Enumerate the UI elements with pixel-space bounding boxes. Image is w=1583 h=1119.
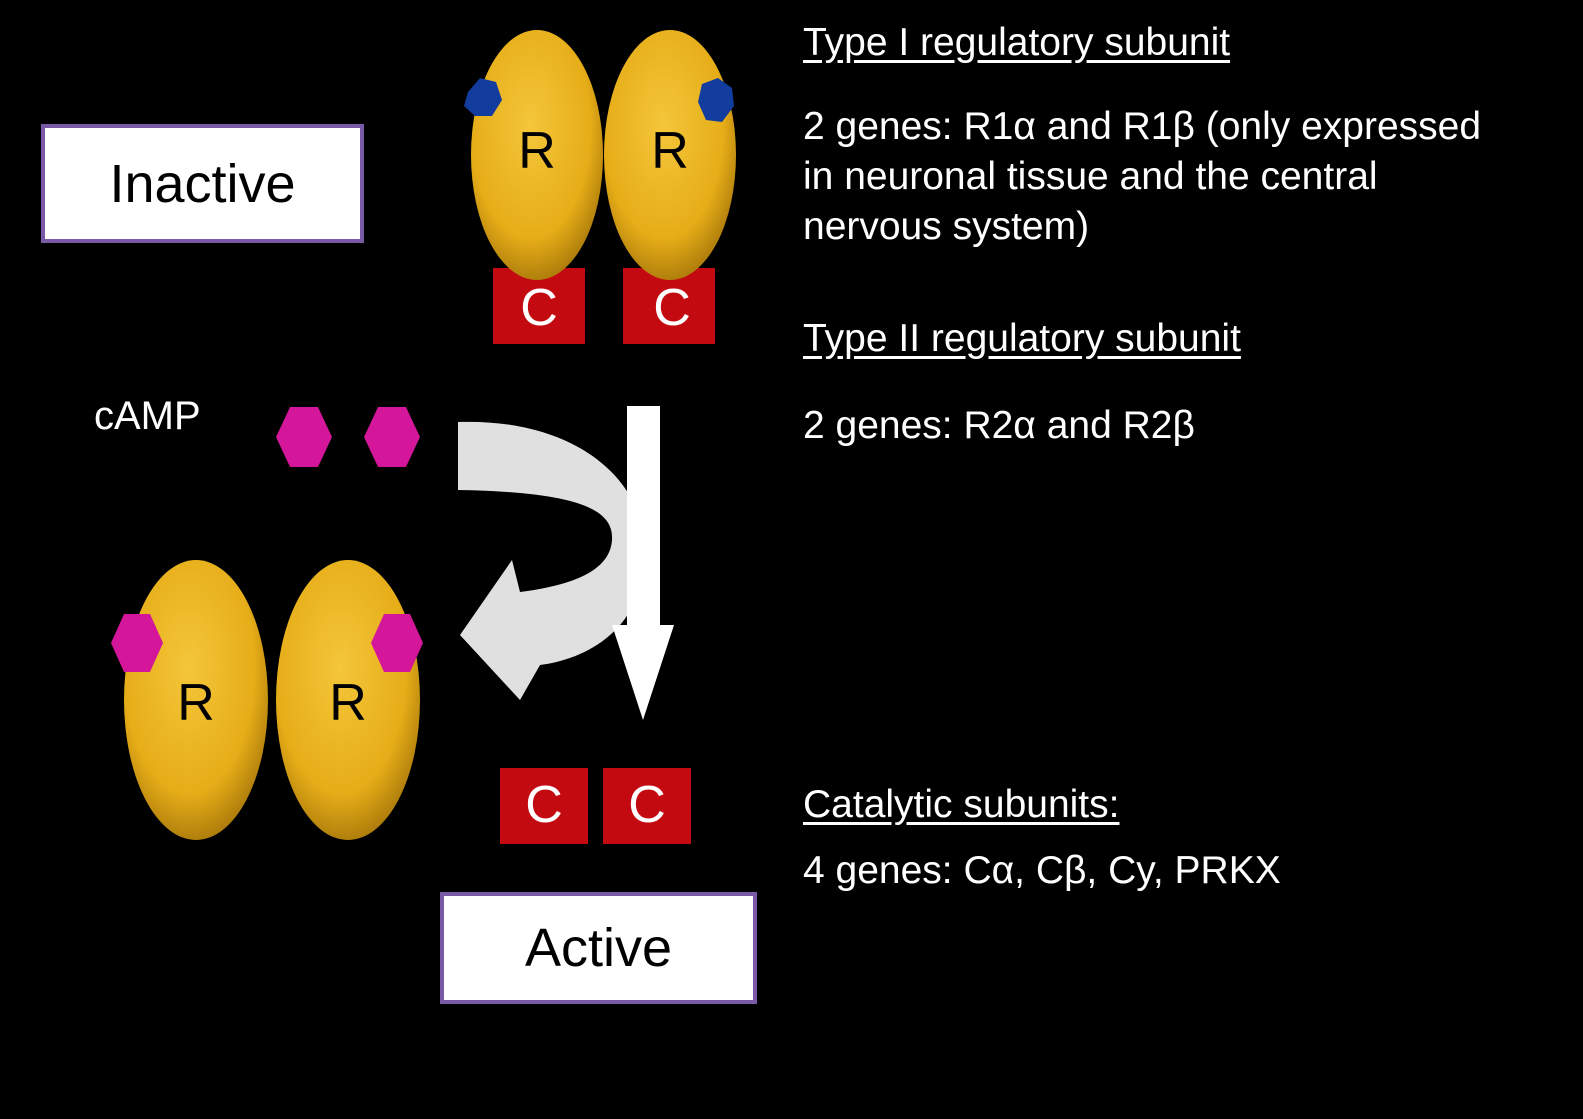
type2-genes: 2 genes: R2α and R2β	[803, 404, 1195, 447]
activation-arrows	[458, 406, 674, 720]
inactive-label: Inactive	[109, 153, 296, 214]
catalytic-subunit-top-right	[623, 268, 715, 344]
camp-bound-regulatory-dimer: R R	[111, 560, 423, 840]
catalytic-subunit-released-right	[603, 768, 691, 844]
straight-arrow	[612, 406, 674, 720]
catalytic-label-top-right: C	[653, 279, 691, 337]
catalytic-label-released-left: C	[525, 776, 563, 834]
active-state-box: Active	[440, 892, 757, 1004]
regulatory-label-top-right: R	[651, 122, 689, 180]
catalytic-genes: 4 genes: Cα, Cβ, Cy, PRKX	[803, 849, 1281, 892]
catalytic-label-top-left: C	[520, 279, 558, 337]
type1-heading: Type I regulatory subunit	[803, 21, 1231, 64]
released-catalytic-subunits: C C	[500, 768, 691, 844]
type1-genes-line-1: 2 genes: R1α and R1β (only expressed	[803, 105, 1482, 148]
camp-label: cAMP	[94, 394, 201, 438]
type1-genes-line-2: in neuronal tissue and the central	[803, 155, 1378, 198]
catalytic-label-released-right: C	[628, 776, 666, 834]
regulatory-subunit-bottom-left	[124, 560, 268, 840]
camp-molecules	[276, 407, 420, 467]
binding-site-top-left	[464, 78, 502, 116]
camp-bound-site-left	[111, 614, 163, 672]
active-label: Active	[524, 918, 673, 978]
type1-genes: 2 genes: R1α and R1β (only expressed in …	[803, 102, 1563, 252]
inactive-state-box: Inactive	[41, 124, 364, 243]
inactive-holoenzyme: R R C C	[464, 30, 736, 344]
binding-site-top-right	[698, 78, 734, 122]
catalytic-subunit-top-left	[493, 268, 585, 344]
regulatory-label-bottom-right: R	[329, 674, 367, 732]
camp-molecule-2	[364, 407, 420, 467]
catalytic-heading: Catalytic subunits:	[803, 783, 1120, 826]
catalytic-subunit-released-left	[500, 768, 588, 844]
camp-bound-site-right	[371, 614, 423, 672]
type2-heading: Type II regulatory subunit	[803, 317, 1241, 360]
type1-genes-line-3: nervous system)	[803, 205, 1090, 248]
camp-molecule-1	[276, 407, 332, 467]
regulatory-subunit-top-left	[471, 30, 603, 280]
regulatory-label-bottom-left: R	[177, 674, 215, 732]
curved-arrow	[458, 421, 646, 700]
regulatory-label-top-left: R	[518, 122, 556, 180]
